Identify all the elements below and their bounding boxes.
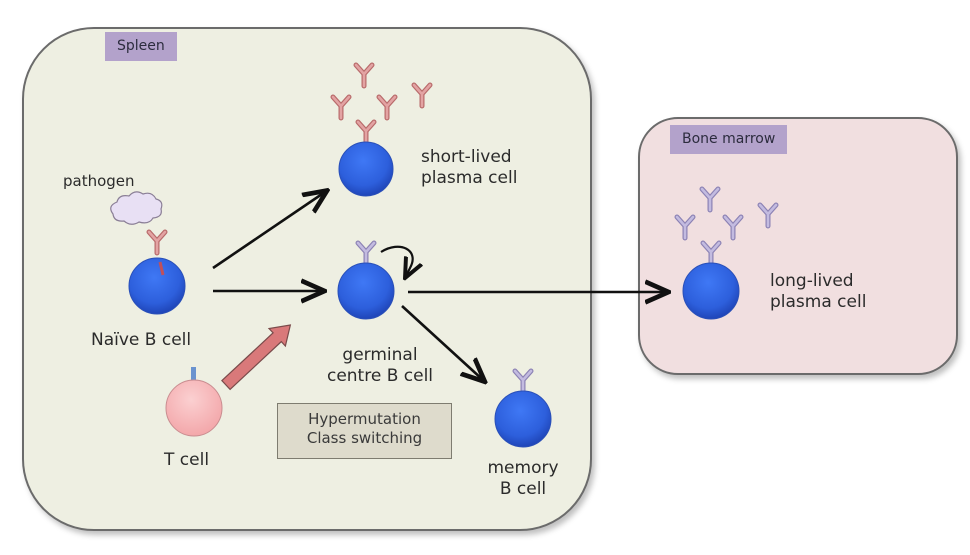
long-lived-antibodies — [677, 189, 776, 264]
arrow-naive-to-short-lived — [212, 192, 325, 270]
short-lived-plasma-cell-icon — [338, 141, 394, 197]
antibody-icon — [515, 371, 531, 392]
arrow-germinal-to-memory — [401, 305, 483, 380]
short-lived-plasma-cell-label: short-lived plasma cell — [421, 147, 518, 188]
germinal-centre-b-cell-icon — [337, 262, 395, 320]
antibody-icon — [149, 232, 165, 253]
t-cell — [165, 367, 223, 437]
germinal-centre-b-cell-label: germinal centre B cell — [326, 345, 434, 386]
pathogen-label: pathogen — [63, 172, 135, 190]
naive-b-cell-label: Naïve B cell — [91, 330, 192, 350]
process-box: Hypermutation Class switching — [277, 403, 452, 459]
naive-b-cell — [110, 191, 186, 315]
bone-marrow-region — [638, 117, 958, 375]
long-lived-plasma-cell-label: long-lived plasma cell — [770, 271, 867, 312]
arrow-germinal-self-loop — [380, 245, 413, 276]
memory-b-cell-label: memory B cell — [487, 458, 559, 499]
b-cell-icon — [128, 257, 186, 315]
arrow-t-cell-help — [221, 324, 292, 391]
antibody-icon — [358, 243, 374, 264]
short-lived-antibodies — [333, 65, 430, 143]
t-cell-label: T cell — [164, 450, 210, 470]
long-lived-plasma-cell-icon — [682, 262, 740, 320]
bone-marrow-label: Bone marrow — [670, 125, 788, 154]
t-cell-icon — [165, 379, 223, 437]
spleen-label: Spleen — [105, 32, 177, 61]
pathogen-icon — [110, 191, 163, 225]
memory-b-cell-icon — [494, 390, 552, 448]
